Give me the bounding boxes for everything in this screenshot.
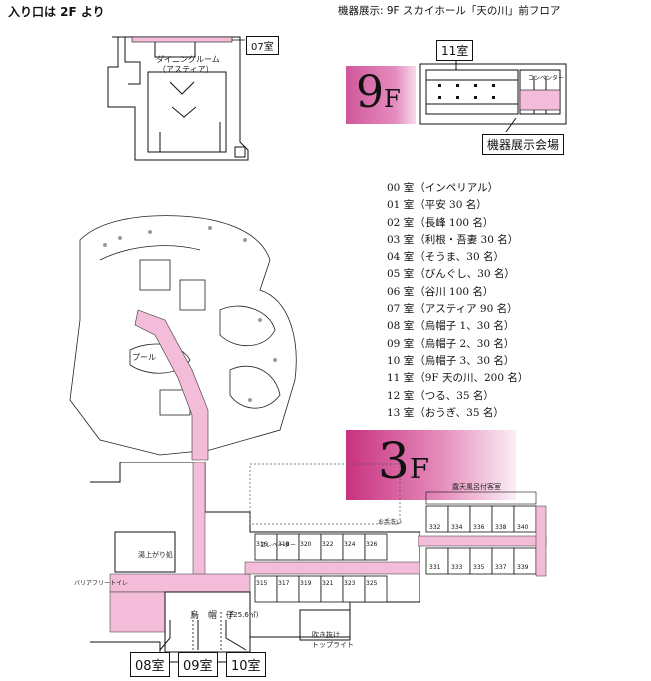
room-number: 319 [300, 580, 312, 587]
room10-callout: 10室 [226, 652, 266, 677]
bath-exit-label: 湯上がり処 [138, 551, 173, 559]
callout-connectors [159, 620, 247, 651]
floor3-band [346, 430, 516, 500]
room-list-item: 07 室（アスティア 90 名） [387, 303, 518, 316]
floor3-label: 3F [378, 432, 429, 490]
top-floor-plan [107, 36, 249, 161]
barrier-free-toilet-label: バリアフリートイレ [74, 580, 129, 587]
hall-name-label: 烏 帽 子 [190, 611, 236, 621]
garden-bath-area [69, 215, 297, 461]
exhibit-callout: 機器展示会場 [482, 134, 565, 155]
room11-callout: 11室 [436, 40, 474, 61]
room-number: 320 [300, 541, 312, 548]
entrance-note: 入り口は 2F より [8, 5, 105, 19]
pool-label: プール [132, 353, 156, 362]
room-number: 323 [344, 580, 356, 587]
room-list-item: 06 室（谷川 100 名） [387, 285, 494, 298]
dining-sub-label: （アスティア） [158, 65, 214, 74]
floor9-plan [419, 56, 567, 132]
exhibit-note: 機器展示: 9F スカイホール「天の川」前フロア [338, 5, 561, 17]
room-list-item: 11 室（9F 天の川、200 名） [387, 372, 529, 385]
room-number: 316 [256, 541, 268, 548]
room-list-item: 04 室（そうま、30 名） [387, 251, 504, 264]
room-list-item: 13 室（おうぎ、35 名） [387, 406, 504, 419]
room-number: 332 [429, 524, 441, 531]
room-list-item: 08 室（烏帽子 1、30 名） [387, 320, 515, 333]
floor9-label: 9F [356, 67, 401, 118]
elevator-label: エレベーター [260, 542, 297, 549]
room-list-item: 09 室（烏帽子 2、30 名） [387, 337, 515, 350]
room-list-item: 00 室（インペリアル） [387, 182, 499, 194]
room-number: 340 [517, 524, 529, 531]
room-list-item: 05 室（びんぐし、30 名） [387, 268, 515, 281]
floor9-band [346, 66, 416, 124]
room-number: 321 [322, 580, 334, 587]
room09-callout: 09室 [178, 652, 218, 677]
room-list-item: 12 室（つる、35 名） [387, 389, 494, 402]
room-number: 339 [517, 564, 529, 571]
dining-label: ダイニングルーム [156, 55, 220, 64]
room-number: 322 [322, 541, 334, 548]
room-list-item: 03 室（利根・吾妻 30 名） [387, 233, 519, 246]
floor3-east-wing [418, 491, 547, 577]
room-number: 325 [366, 580, 378, 587]
room-list-item: 01 室（平安 30 名） [387, 199, 487, 212]
atrium-label: 吹き抜け トップライト [312, 631, 354, 649]
convention-label: コンベンター [528, 75, 565, 82]
room-list: 00 室（インペリアル） 01 室（平安 30 名） 02 室（長峰 100 名… [387, 180, 528, 422]
room-number: 336 [473, 524, 485, 531]
room-number: 324 [344, 541, 356, 548]
room-number: 333 [451, 564, 463, 571]
room-number: 335 [473, 564, 485, 571]
restroom-label: お手洗い [378, 519, 403, 526]
room-list-item: 10 室（烏帽子 3、30 名） [387, 354, 515, 367]
room07-callout: 07室 [246, 36, 279, 55]
room-number: 317 [278, 580, 290, 587]
room-number: 338 [495, 524, 507, 531]
room-number: 331 [429, 564, 441, 571]
room08-callout: 08室 [130, 652, 170, 677]
room-list-item: 02 室（長峰 100 名） [387, 216, 494, 229]
room-number: 326 [366, 541, 378, 548]
room-number: 337 [495, 564, 507, 571]
room-number: 315 [256, 580, 268, 587]
room-number: 334 [451, 524, 463, 531]
open-air-bath-rooms-label: 露天風呂付客室 [452, 483, 501, 491]
room-number: 318 [278, 541, 290, 548]
hall-area-label: (225.6㎡) [226, 611, 259, 619]
